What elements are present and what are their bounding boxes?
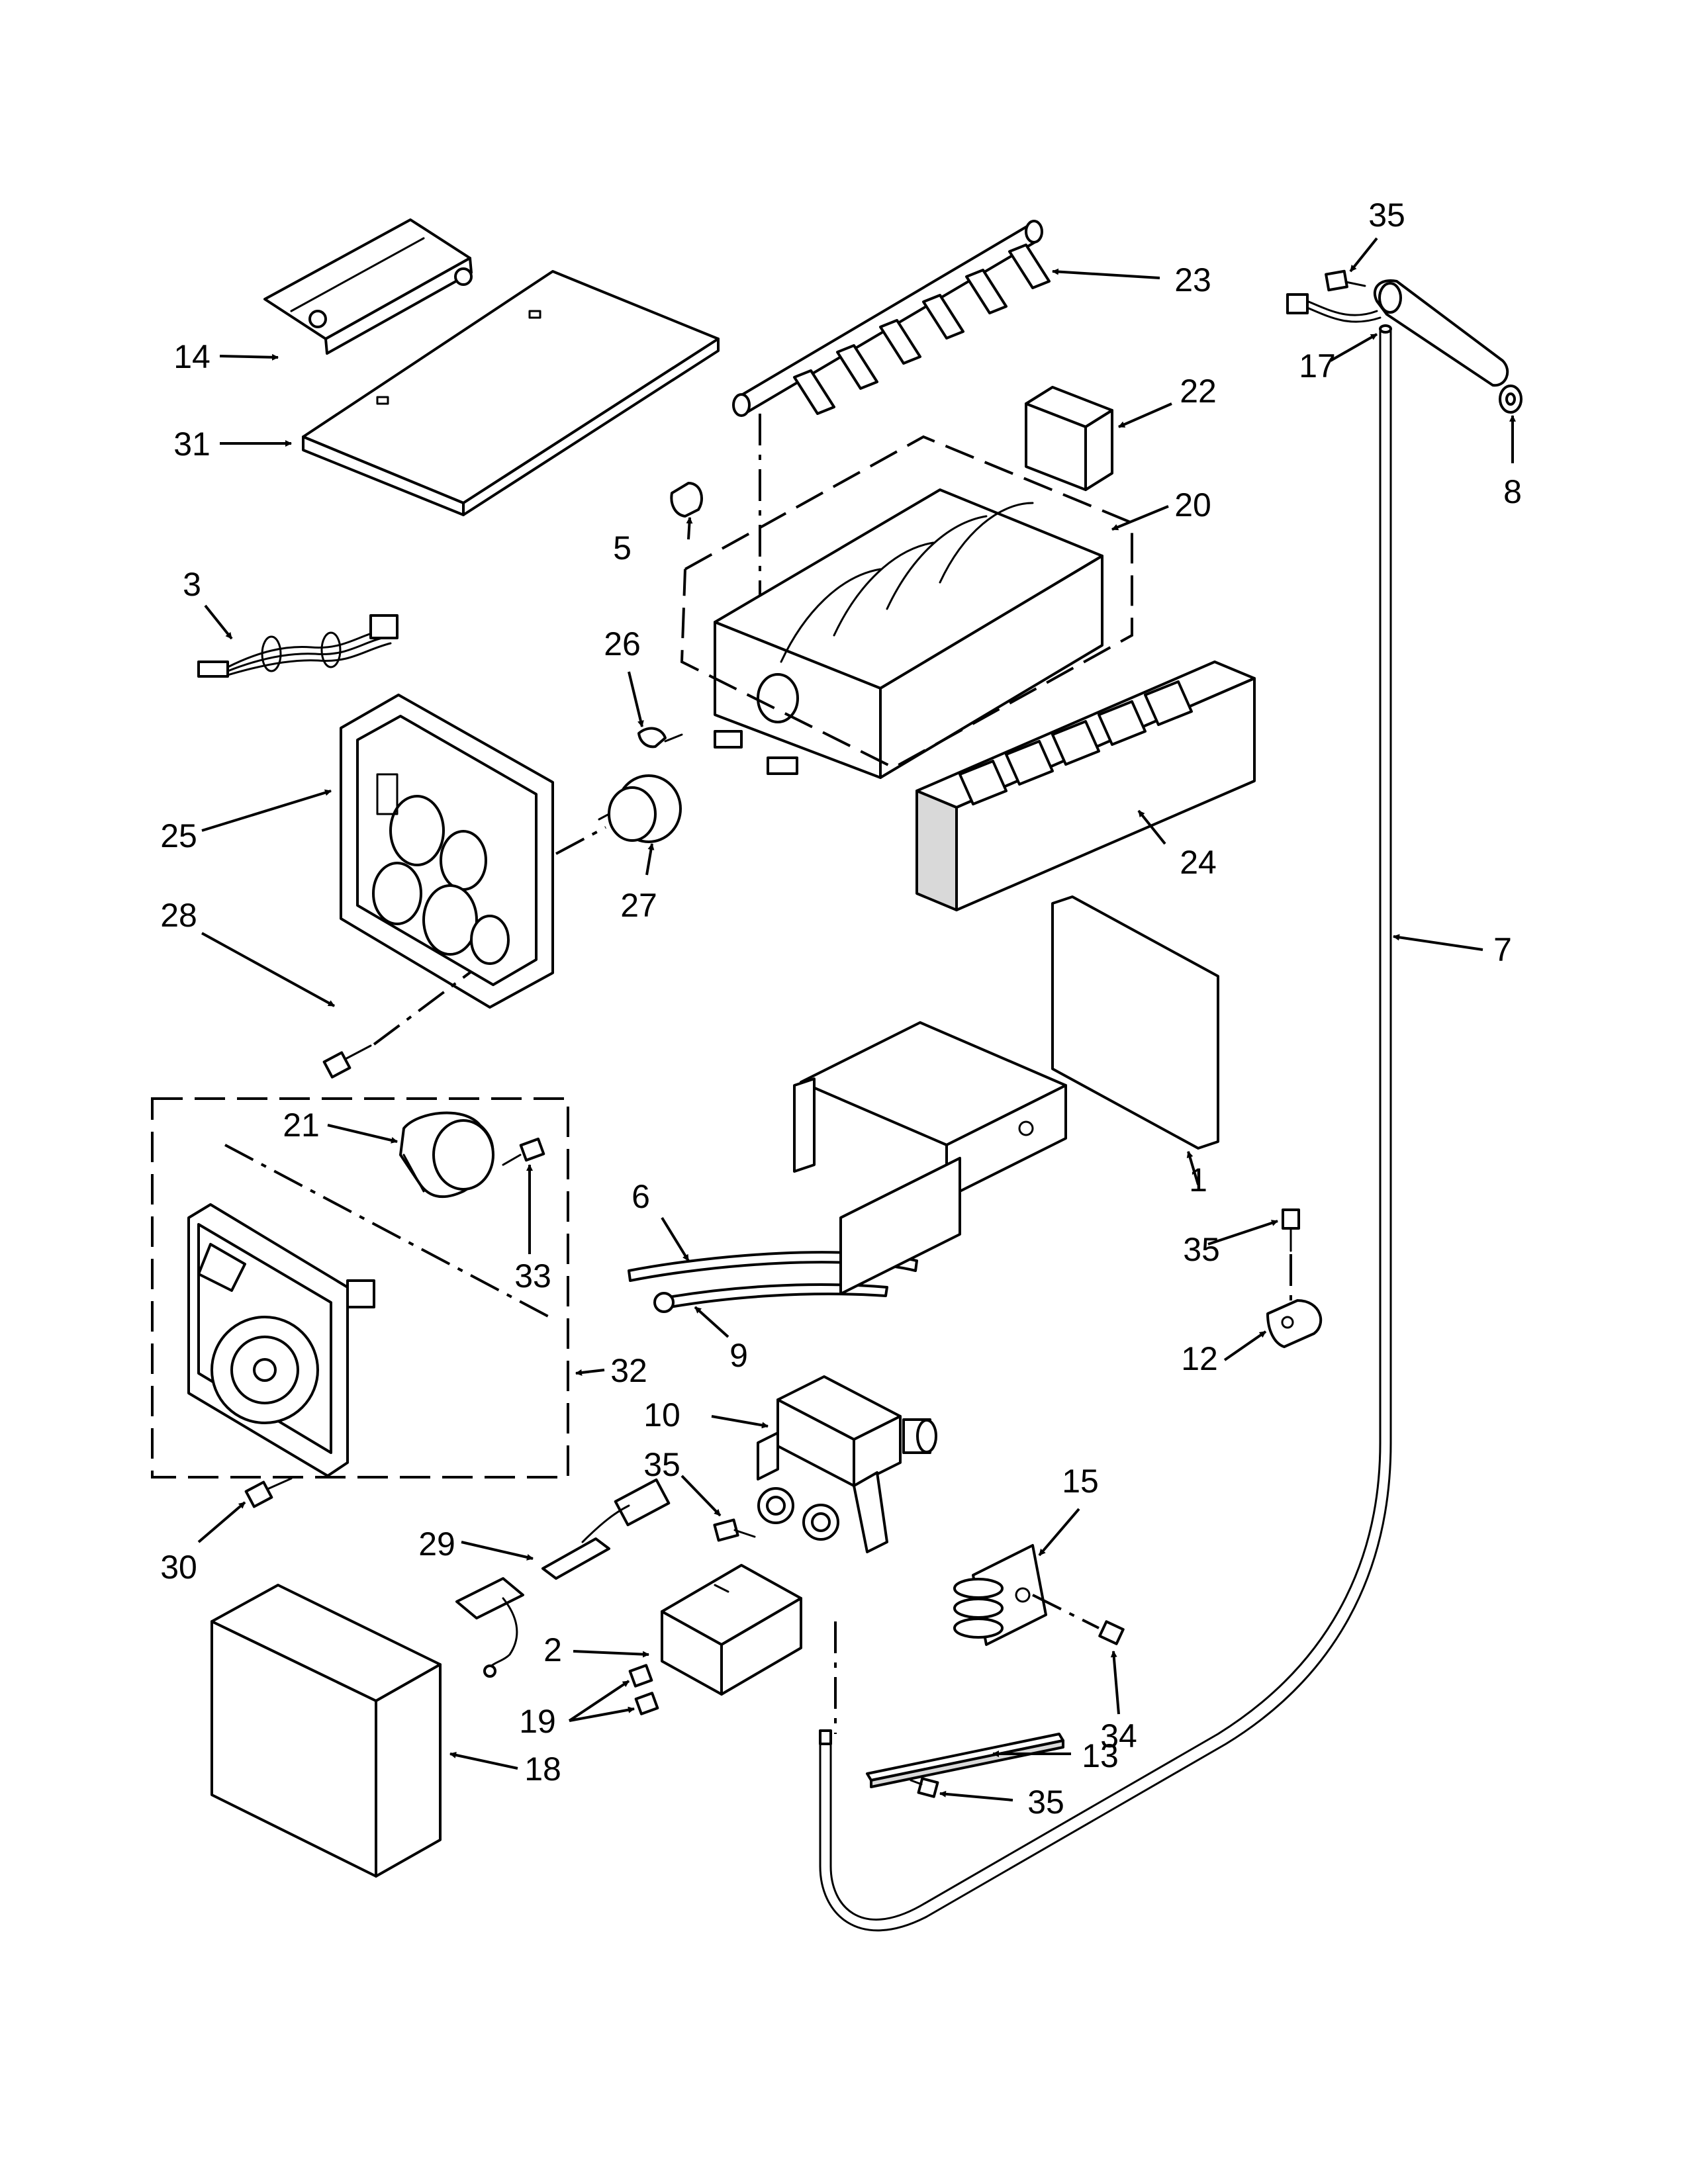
- callout-12: 12: [1181, 1340, 1218, 1377]
- hidden-line: [1032, 1594, 1100, 1629]
- part-35-screw-valve: [713, 1518, 756, 1542]
- callout-31: 31: [173, 426, 211, 463]
- callout-3: 3: [183, 566, 201, 603]
- part-21-motor: [399, 1111, 494, 1199]
- callout-22: 22: [1180, 373, 1217, 410]
- callout-33: 33: [514, 1257, 551, 1295]
- part-17-sensor: [1286, 279, 1509, 387]
- callout-23: 23: [1174, 261, 1211, 298]
- part-7-fill-tube: [819, 324, 1392, 1932]
- part-31-cover: [302, 270, 720, 516]
- callout-21: 21: [283, 1107, 320, 1144]
- part-1-bracket: [793, 895, 1219, 1295]
- part-18-cover-box: [211, 1584, 442, 1878]
- callout-32: 32: [610, 1352, 647, 1389]
- callout-35-heater: 35: [1027, 1784, 1064, 1821]
- part-10-water-valve: [757, 1375, 937, 1553]
- callout-27: 27: [620, 887, 657, 924]
- part-33-screw: [502, 1137, 545, 1166]
- part-12-clamp: [1266, 1299, 1323, 1348]
- part-35-screw-top: [1325, 269, 1366, 292]
- callout-18: 18: [524, 1751, 561, 1788]
- part-35-screw-bracket: [1282, 1208, 1300, 1252]
- part-20-ice-mold: [714, 488, 1103, 779]
- part-9-tube: [653, 1283, 888, 1313]
- callout-10: 10: [643, 1396, 680, 1433]
- part-15-spring-clip: [953, 1544, 1047, 1646]
- part-27-cam: [598, 774, 682, 843]
- part-26-clip: [637, 727, 683, 749]
- callout-35-bracket: 35: [1183, 1231, 1220, 1268]
- callout-6: 6: [632, 1178, 650, 1215]
- part-3-wire-harness: [197, 614, 399, 678]
- part-25-control-housing: [340, 694, 554, 1009]
- part-2-bracket: [661, 1564, 802, 1696]
- callout-34: 34: [1100, 1717, 1137, 1754]
- part-35-screw-heater: [910, 1777, 939, 1798]
- hidden-line: [373, 970, 473, 1046]
- callout-19: 19: [519, 1703, 556, 1740]
- callout-29: 29: [418, 1525, 455, 1563]
- callout-2: 2: [543, 1631, 562, 1668]
- callout-35-valve: 35: [643, 1446, 680, 1483]
- callout-14: 14: [173, 338, 211, 375]
- hidden-line: [224, 1144, 550, 1318]
- callout-25: 25: [160, 817, 197, 854]
- part-34-screw: [1098, 1620, 1125, 1645]
- part-32-mechanism-plate: [187, 1203, 375, 1477]
- part-28-screw: [322, 1044, 372, 1079]
- part-5-clip: [670, 482, 703, 518]
- part-22-diverter: [1025, 386, 1113, 491]
- part-13-heater-strip: [866, 1733, 1064, 1788]
- mold-outline: [680, 435, 1133, 770]
- assembly-32-box: [151, 1097, 569, 1479]
- callout-5: 5: [613, 529, 632, 567]
- callout-labels: 1 2 3 5 6 7 8 9 10 12 13 14 15 17 18 19 …: [160, 197, 1522, 1821]
- callout-26: 26: [604, 625, 641, 662]
- callout-20: 20: [1174, 486, 1211, 523]
- part-30-screw: [244, 1477, 293, 1508]
- callout-1: 1: [1189, 1161, 1207, 1199]
- callout-8: 8: [1503, 473, 1522, 510]
- hidden-line: [555, 826, 606, 855]
- callout-17: 17: [1299, 347, 1336, 385]
- callout-15: 15: [1062, 1463, 1099, 1500]
- callout-24: 24: [1180, 844, 1217, 881]
- callout-35-top: 35: [1368, 197, 1405, 234]
- part-14-bracket: [263, 218, 473, 355]
- callout-30: 30: [160, 1549, 197, 1586]
- leader-lines: [197, 237, 1516, 1801]
- callout-13: 13: [1082, 1737, 1119, 1774]
- part-24-stripper: [915, 660, 1256, 911]
- callout-28: 28: [160, 897, 197, 934]
- callout-7: 7: [1493, 931, 1512, 968]
- part-23-ejector: [732, 220, 1051, 417]
- part-8-washer: [1499, 385, 1523, 414]
- callout-9: 9: [729, 1337, 748, 1374]
- part-29-wire-assembly: [455, 1478, 671, 1678]
- part-19-screws: [628, 1664, 659, 1715]
